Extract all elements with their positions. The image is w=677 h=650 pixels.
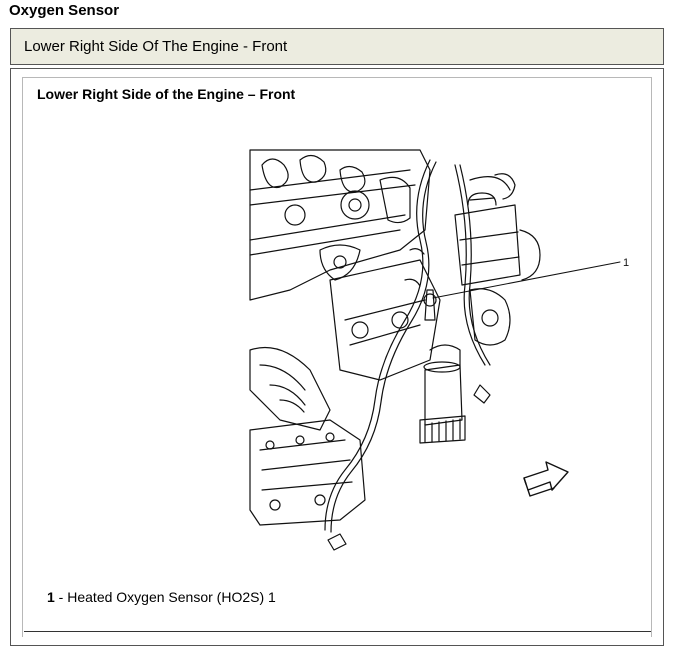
callout-leader [432, 261, 621, 299]
cylinder-head [249, 149, 431, 301]
figure-title: Lower Right Side of the Engine – Front [37, 86, 296, 102]
oil-pan [249, 419, 366, 526]
legend-separator: - [54, 589, 68, 605]
exhaust-manifold [249, 346, 331, 431]
page-title: Oxygen Sensor [9, 2, 120, 19]
engine-block [329, 259, 441, 381]
caption-text: Lower Right Side Of The Engine - Front [24, 38, 288, 55]
legend-number: 1 [47, 589, 55, 605]
direction-arrow-icon [523, 461, 569, 497]
figure-inner-border [22, 77, 652, 637]
callout-number: 1 [623, 257, 629, 269]
caption-bar: Lower Right Side Of The Engine - Front [10, 28, 664, 65]
legend-text: Heated Oxygen Sensor (HO2S) 1 [67, 589, 276, 605]
oil-filter [419, 344, 466, 444]
legend-item: 1 - Heated Oxygen Sensor (HO2S) 1 [47, 589, 276, 605]
engine-illustration: 1 [249, 149, 629, 551]
bottom-divider [24, 631, 651, 632]
wiring-harness [324, 159, 511, 551]
accessory-bracket [469, 173, 516, 346]
figure-frame [10, 68, 664, 646]
